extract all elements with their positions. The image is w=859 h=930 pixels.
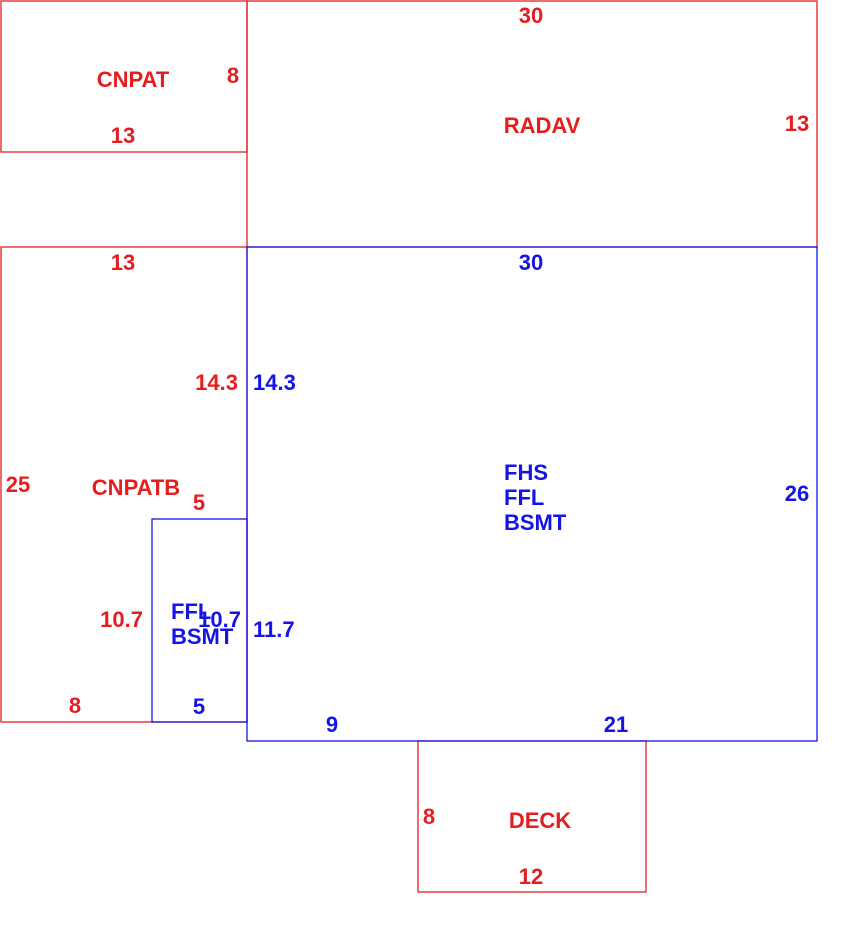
dim-deck-bottom: 12 — [519, 864, 543, 889]
dim-radav-top: 30 — [519, 3, 543, 28]
main-label-fhs: FHS — [504, 460, 548, 485]
main-house-outline — [246, 246, 818, 742]
bump-label-bsmt: BSMT — [171, 624, 234, 649]
dim-cnpatb-upper-right: 14.3 — [195, 370, 238, 395]
dim-main-bottom-left: 9 — [326, 712, 338, 737]
dim-deck-left: 8 — [423, 804, 435, 829]
dim-cnpatb-top: 13 — [111, 250, 135, 275]
dim-bump-left: 10.7 — [198, 607, 241, 632]
bump-label-ffl: FFL — [171, 599, 211, 624]
dim-cnpatb-bottom: 8 — [69, 693, 81, 718]
radav-label: RADAV — [504, 113, 581, 138]
main-label-ffl: FFL — [504, 485, 544, 510]
cnpatb-label: CNPATB — [92, 475, 180, 500]
dim-cnpat-right: 8 — [227, 63, 239, 88]
dim-cnpatb-lower-right: 10.7 — [100, 607, 143, 632]
dim-main-top: 30 — [519, 250, 543, 275]
dim-cnpatb-left: 25 — [6, 472, 30, 497]
dim-bump-top: 5 — [193, 490, 205, 515]
dim-main-bottom-right: 21 — [604, 712, 628, 737]
dim-radav-right: 13 — [785, 111, 809, 136]
cnpat-label: CNPAT — [97, 67, 170, 92]
deck-label: DECK — [509, 808, 571, 833]
dim-main-left-lower: 11.7 — [253, 617, 295, 642]
main-label-bsmt: BSMT — [504, 510, 567, 535]
dim-main-left-upper: 14.3 — [253, 370, 296, 395]
dim-main-right: 26 — [785, 481, 809, 506]
dim-bump-bottom: 5 — [193, 694, 205, 719]
dim-cnpat-bottom: 13 — [111, 123, 135, 148]
bump-out-outline — [151, 518, 248, 723]
